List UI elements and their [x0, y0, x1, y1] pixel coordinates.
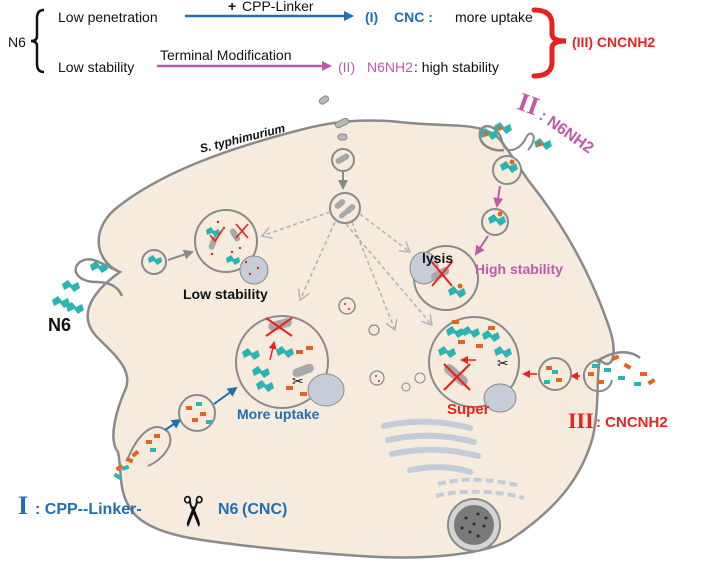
kill-cross: [431, 261, 453, 287]
lysis-label: lysis: [422, 250, 453, 266]
roman-1: I: [18, 491, 28, 520]
result-1-name: CNC :: [394, 9, 433, 25]
low-stability-pathway: Low stability: [141, 209, 269, 302]
cross-mark: [235, 223, 249, 239]
arrow-to-low: [262, 211, 331, 236]
n6-peptide: [52, 296, 70, 308]
more-uptake-label: More uptake: [237, 406, 320, 422]
n6-vesicle: [141, 249, 167, 275]
roman-3: III: [568, 408, 594, 433]
cnc-suffix: (CNC): [242, 501, 287, 518]
bacterium: [334, 117, 350, 129]
arrow-pink-2: [474, 235, 489, 256]
arrow-pink-1: [493, 185, 504, 208]
endoplasmic-reticulum: [435, 477, 525, 500]
combined-result: (III) CNCNH2: [572, 34, 655, 50]
n6-peptide: [148, 255, 162, 265]
bacterium: [334, 199, 346, 209]
n6-label: N6: [48, 315, 71, 335]
n6-peptide: [66, 302, 84, 314]
cnc-n6: N6: [218, 501, 239, 518]
arrow-to-center: [351, 221, 395, 330]
cnc-pathway: ✂ More uptake: [113, 315, 345, 480]
arrow-cnc-2: [213, 386, 238, 405]
result-1-benefit: more uptake: [455, 9, 533, 25]
lysosome: [483, 383, 517, 413]
strategy-terminal: Terminal Modification: [160, 47, 292, 63]
cncnh2-pathway: ✂ Super: [428, 316, 656, 418]
n6nh2-text: : N6NH2: [536, 108, 597, 158]
problem-stability: Low stability: [58, 59, 134, 75]
cnc-peptides-inside: [242, 346, 294, 392]
bacteria-uptake: [329, 148, 361, 224]
host-cell: [86, 119, 615, 559]
uptake-vesicle-2: [329, 192, 361, 224]
result-2-benefit: : high stability: [414, 59, 499, 75]
n6-peptide: [226, 255, 240, 265]
problem-penetration: Low penetration: [58, 9, 158, 25]
scissors-icon: ✂: [292, 373, 304, 389]
arrow-cnc-1: [164, 418, 182, 431]
bacterium: [230, 228, 240, 242]
check-mark: [209, 228, 224, 243]
arrow-to-lysis: [359, 213, 410, 252]
super-label: Super: [447, 401, 490, 418]
kill-cross: [443, 363, 471, 391]
arrow-to-endosome: [167, 249, 194, 261]
scheme-header: N6 Low penetration + CPP-Linker (I) CNC …: [8, 0, 655, 79]
scissors-icon: ✂: [169, 494, 216, 529]
cnc-text: : CPP--Linker-: [35, 501, 142, 518]
left-brace: [30, 8, 45, 74]
lysosome: [307, 373, 345, 407]
root-label: N6: [8, 34, 26, 50]
bacterium: [318, 95, 330, 105]
n6-entry-membrane: [74, 257, 124, 297]
n6nh2-pathway: lysis High stability: [409, 122, 563, 311]
low-stability-endosome: [194, 209, 258, 273]
strategy-cpp-linker: CPP-Linker: [242, 0, 314, 14]
low-stability-label: Low stability: [183, 286, 268, 302]
n6-peptide: [62, 280, 80, 292]
kill-cross: [265, 317, 293, 337]
cnc-invagination: [127, 426, 172, 467]
n6nh2-vesicle-1: [492, 155, 522, 185]
scissors-icon: ✂: [497, 355, 509, 371]
result-1-code: (I): [365, 9, 378, 25]
golgi-apparatus: [381, 418, 481, 475]
cell-membrane: [86, 119, 615, 559]
nucleus: [447, 498, 501, 552]
result-2-name: N6NH2: [367, 59, 413, 75]
arrow-red: [268, 341, 277, 361]
cnc-peptides-outside: [115, 449, 140, 472]
n6-peptides: [52, 261, 108, 314]
right-brace: [531, 7, 567, 79]
bacterium: [338, 210, 348, 219]
bacterium: [337, 133, 348, 141]
small-vesicles: [338, 297, 426, 392]
lysosome: [239, 255, 269, 285]
cncnh2-text: : CNCNH2: [596, 414, 668, 431]
arrow-to-uptake: [300, 221, 336, 300]
bacterium: [335, 153, 350, 164]
high-stability-label: High stability: [475, 261, 563, 277]
n6-peptide: [206, 227, 220, 237]
cnc-peptides-outside-cyan: [113, 464, 130, 480]
cnc-vesicle: [178, 394, 216, 432]
plus-sign: +: [228, 0, 236, 14]
distribution-arrows: [262, 211, 432, 330]
arrow-to-super: [345, 223, 432, 325]
n6-peptide: [90, 261, 108, 273]
bacterium: [292, 363, 314, 378]
degradation-dots: [210, 220, 260, 276]
result-2-code: (II): [338, 59, 355, 75]
